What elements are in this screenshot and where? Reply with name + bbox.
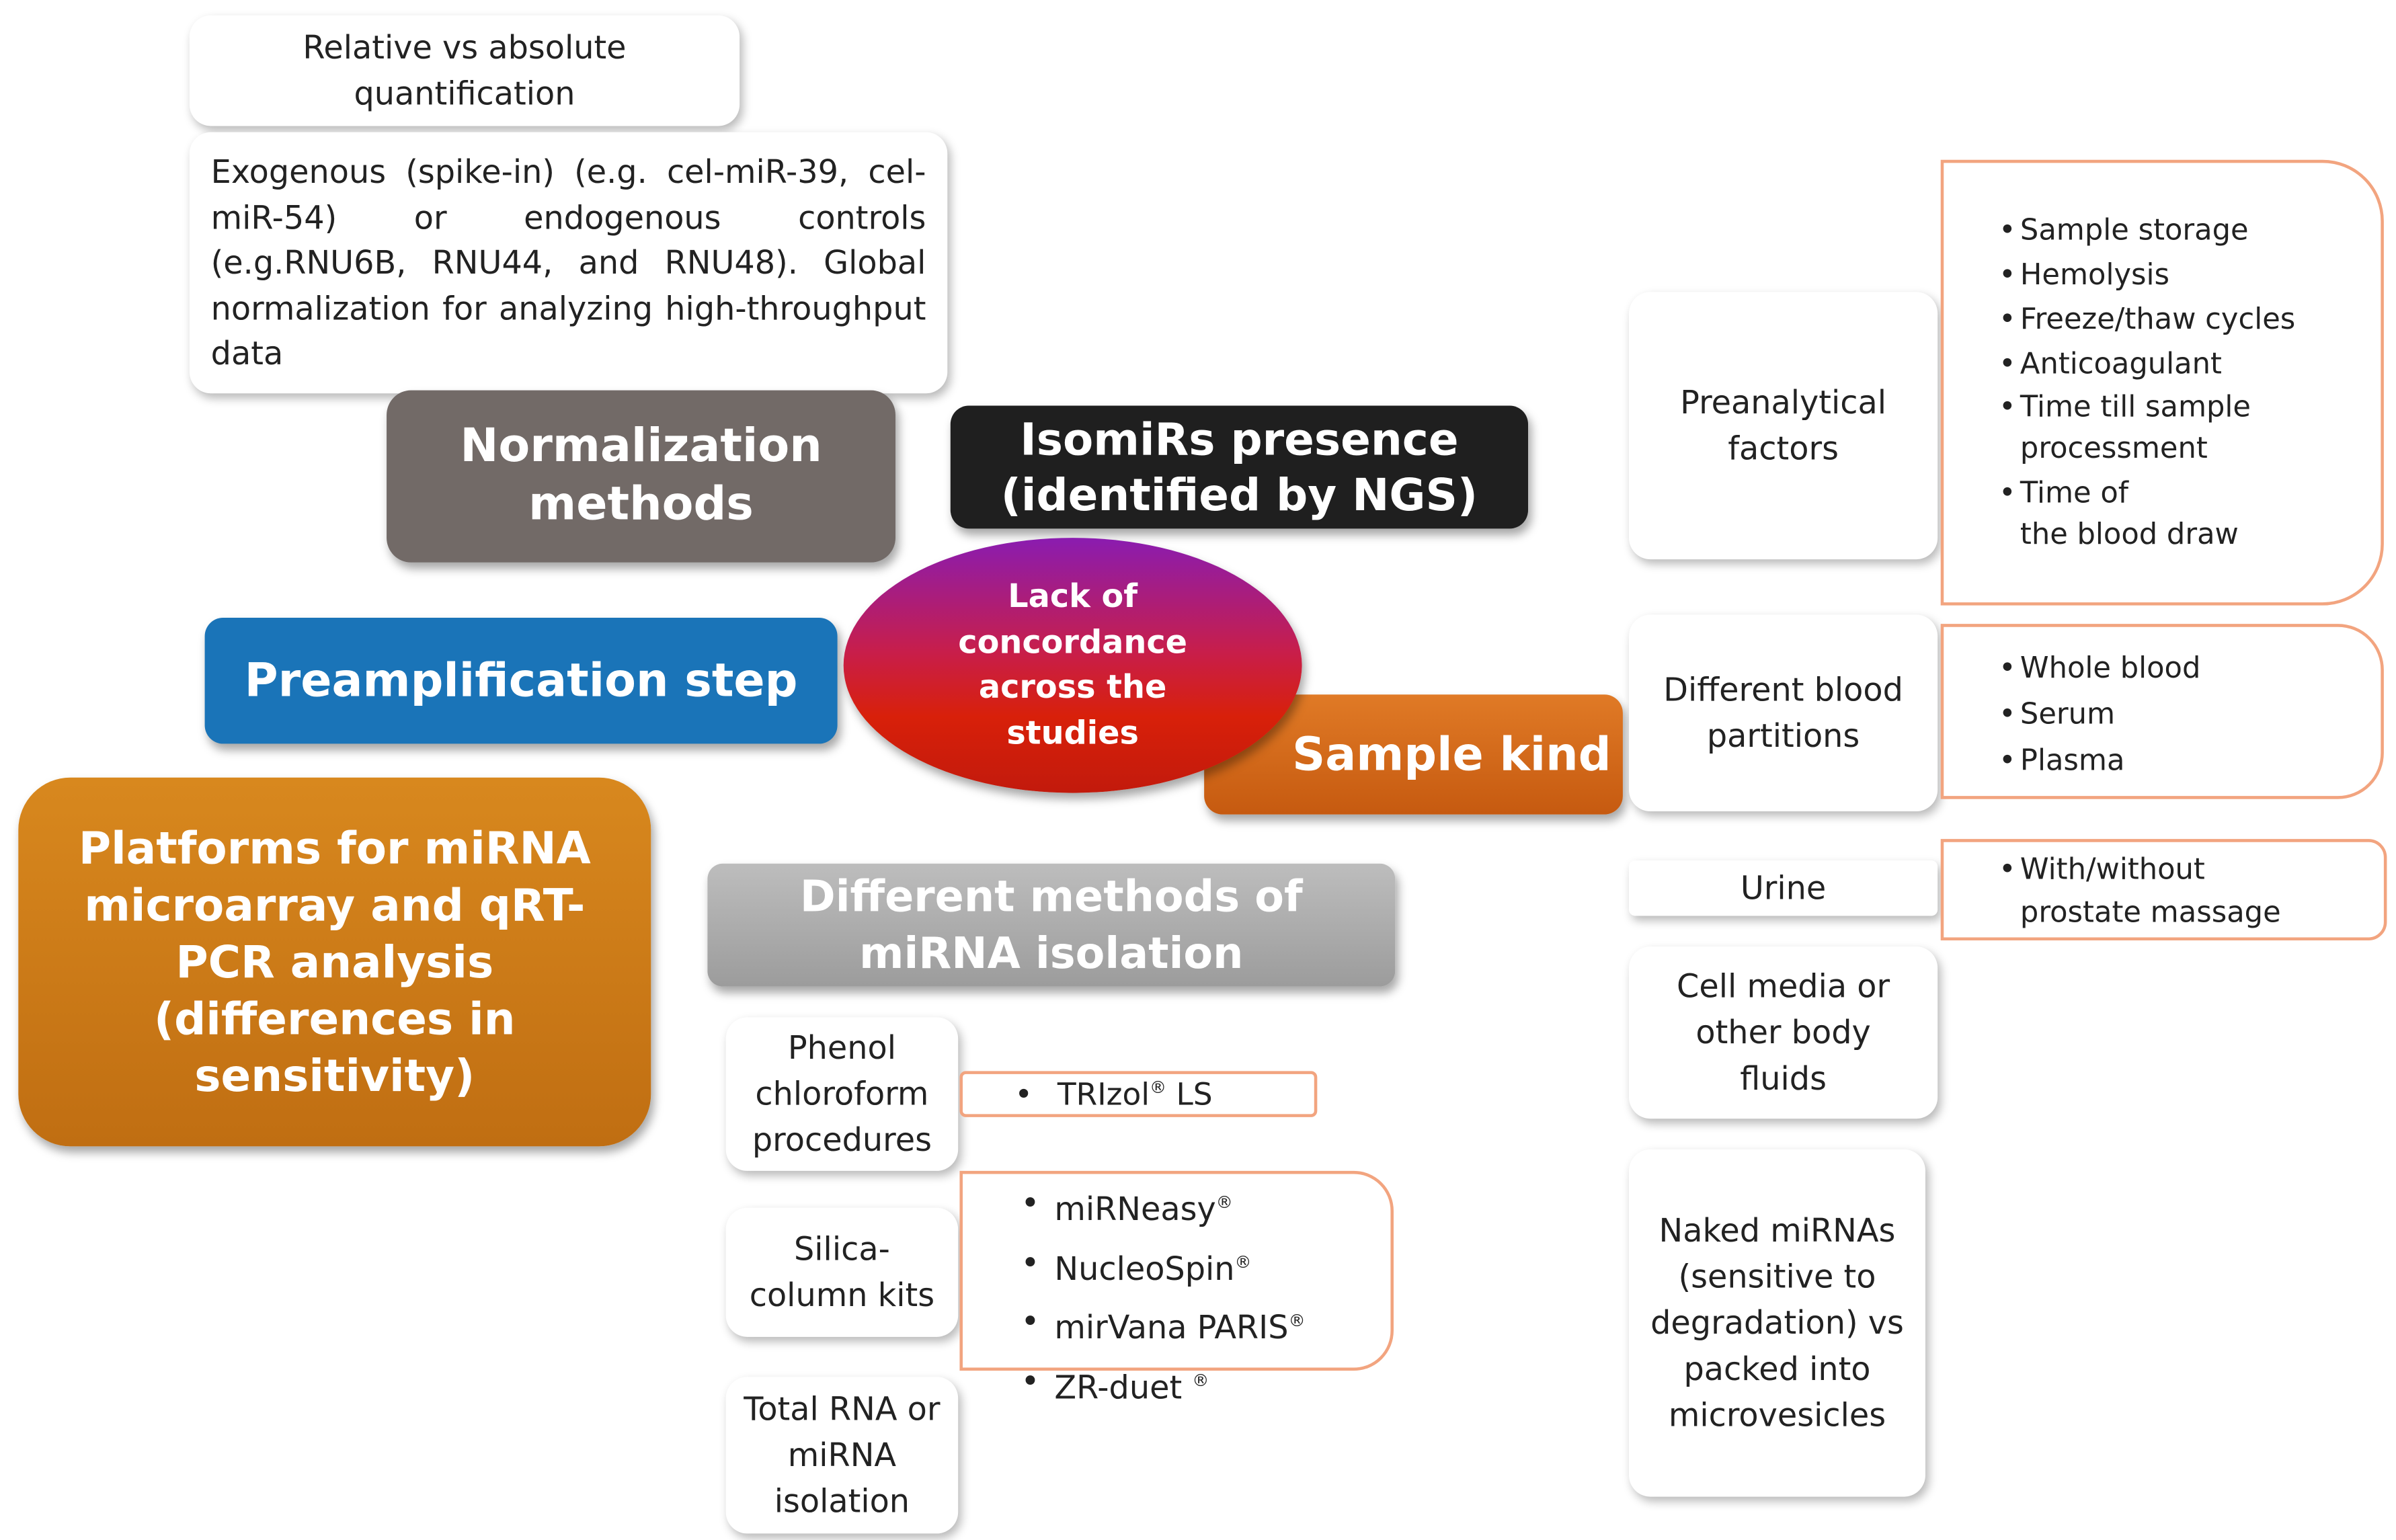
preanalytical-item: Freeze/thaw cycles: [1999, 298, 2381, 342]
silica-kits-items: miRNeasy® NucleoSpin® mirVana PARIS® ZR-…: [1014, 1177, 1390, 1414]
preanalytical-items: Sample storage Hemolysis Freeze/thaw cyc…: [1999, 209, 2381, 557]
preamplification-label: Preamplification step: [244, 653, 798, 708]
urine-list: With/without prostate massage: [1940, 839, 2387, 941]
blood-partitions-list: Whole blood Serum Plasma: [1940, 624, 2384, 799]
preanalytical-list: Sample storage Hemolysis Freeze/thaw cyc…: [1940, 159, 2384, 606]
platforms-label: Platforms for miRNA microarray and qRT-P…: [78, 821, 591, 1101]
quantification-box: Relative vs absolute quantification: [189, 15, 740, 126]
preanalytical-item: Time till sample processment: [1999, 387, 2381, 470]
preanalytical-item: Hemolysis: [1999, 253, 2381, 298]
kit-item: NucleoSpin®: [1014, 1236, 1390, 1295]
phenol-chloroform-box: Phenol chloroform procedures: [725, 1017, 959, 1171]
naked-mirnas-text: Naked miRNAs (sensitive to degradation) …: [1650, 1212, 1904, 1434]
isomirs-label: IsomiRs presence (identified by NGS): [1000, 413, 1478, 521]
blood-partitions-box: Different blood partitions: [1629, 614, 1938, 812]
blood-partitions-text: Different blood partitions: [1663, 671, 1903, 755]
platforms-node: Platforms for miRNA microarray and qRT-P…: [18, 777, 651, 1147]
controls-box: Exogenous (spike-in) (e.g. cel-miR-39, c…: [189, 132, 948, 394]
preanalytical-text: Preanalytical factors: [1680, 384, 1887, 467]
blood-item: Whole blood: [1999, 645, 2381, 692]
preanalytical-item: Time of the blood draw: [1999, 473, 2381, 556]
center-label: Lack of concordance across the studies: [958, 577, 1188, 751]
blood-item: Serum: [1999, 692, 2381, 738]
isolation-label: Different methods of miRNA isolation: [799, 871, 1303, 979]
kit-item: ZR-duet ®: [1014, 1354, 1390, 1414]
normalization-methods-node: Normalization methods: [387, 390, 895, 563]
urine-items: With/without prostate massage: [1999, 848, 2384, 934]
total-rna-text: Total RNA or miRNA isolation: [744, 1390, 941, 1520]
kit-item: miRNeasy®: [1014, 1177, 1390, 1236]
isomirs-node: IsomiRs presence (identified by NGS): [950, 405, 1528, 529]
preamplification-node: Preamplification step: [204, 617, 838, 744]
cell-media-text: Cell media or other body fluids: [1677, 968, 1890, 1098]
kit-item: mirVana PARIS®: [1014, 1295, 1390, 1354]
center-ellipse: Lack of concordance across the studies: [843, 538, 1302, 793]
trizol-item: TRIzol® LS: [1057, 1076, 1213, 1113]
blood-item: Plasma: [1999, 737, 2381, 784]
naked-mirnas-box: Naked miRNAs (sensitive to degradation) …: [1629, 1149, 1925, 1497]
controls-text: Exogenous (spike-in) (e.g. cel-miR-39, c…: [210, 153, 926, 372]
urine-text: Urine: [1740, 869, 1827, 907]
urine-box: Urine: [1629, 860, 1938, 916]
normalization-label: Normalization methods: [460, 419, 822, 532]
trizol-list: • TRIzol® LS: [959, 1071, 1318, 1117]
preanalytical-box: Preanalytical factors: [1629, 292, 1938, 560]
total-rna-box: Total RNA or miRNA isolation: [725, 1377, 959, 1534]
cell-media-box: Cell media or other body fluids: [1629, 946, 1938, 1119]
urine-item: With/without prostate massage: [1999, 848, 2384, 934]
isolation-methods-node: Different methods of miRNA isolation: [707, 863, 1396, 987]
preanalytical-item: Anticoagulant: [1999, 343, 2381, 387]
phenol-chloroform-text: Phenol chloroform procedures: [752, 1029, 932, 1159]
silica-kits-list: miRNeasy® NucleoSpin® mirVana PARIS® ZR-…: [959, 1170, 1394, 1407]
silica-column-text: Silica-column kits: [749, 1231, 935, 1314]
trizol-bullet: •: [1014, 1076, 1033, 1113]
sample-kind-label: Sample kind: [1292, 727, 1611, 782]
quantification-text: Relative vs absolute quantification: [303, 29, 627, 112]
blood-items: Whole blood Serum Plasma: [1999, 645, 2381, 784]
silica-column-box: Silica-column kits: [725, 1207, 959, 1337]
sample-kind-node: Sample kind: [1204, 694, 1623, 815]
preanalytical-item: Sample storage: [1999, 209, 2381, 253]
